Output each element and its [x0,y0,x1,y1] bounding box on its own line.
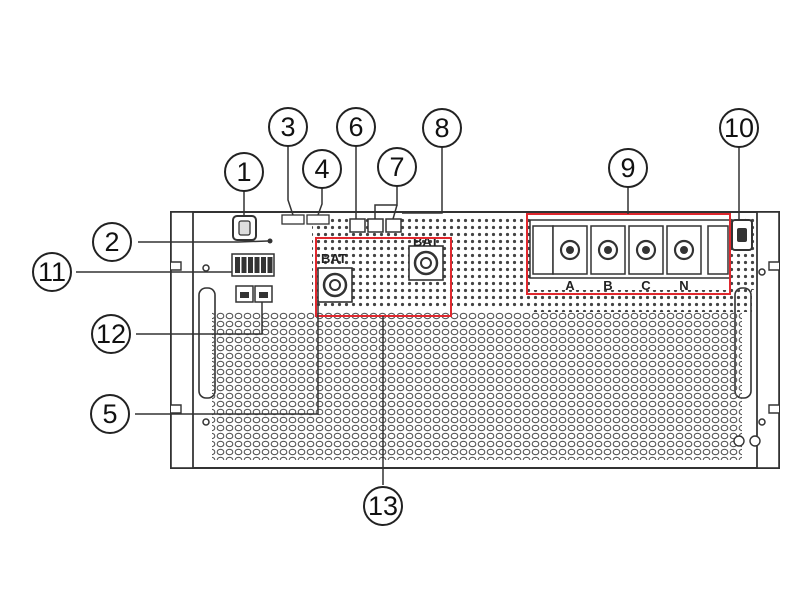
callout-9: 9 [608,148,648,188]
callout-1: 1 [224,152,264,192]
screw-right-bottom [758,418,766,426]
ac-terminal-letter: B [603,278,612,293]
port-3 [281,214,305,225]
dip-switch-slot [248,257,253,273]
ac-terminal-housing [666,225,702,275]
screw-left-top [202,264,210,272]
power-switch-rocker [238,220,251,236]
left-ear-notch-top [171,261,182,271]
callout-circle [92,222,132,262]
ground-symbol-2 [749,435,761,447]
callout-12: 12 [91,314,131,354]
callout-7: 7 [377,147,417,187]
callout-number: 5 [102,399,117,429]
indicator-led [267,238,273,244]
ac-terminal-letter: N [679,278,688,293]
battery-label-left: BAT [321,251,347,266]
ac-terminal-screw-head [642,246,650,254]
callout-circle [32,252,72,292]
callout-circle [91,314,131,354]
callout-number: 13 [368,491,398,521]
ac-terminal-letter: A [565,278,575,293]
callout-number: 3 [280,112,295,142]
callout-circle [422,108,462,148]
battery-terminal-left [317,267,353,303]
ac-terminal-screw-head [566,246,574,254]
callout-circle [336,107,376,147]
screw-left-bottom [202,418,210,426]
dip-switch-slot [235,257,240,273]
right-mounting-ear [756,211,780,469]
callout-number: 2 [104,227,119,257]
left-ear-notch-bottom [171,404,182,414]
callout-3: 3 [268,107,308,147]
ground-symbol-1 [733,435,745,447]
callout-circle [363,486,403,526]
callout-8: 8 [422,108,462,148]
callout-number: 6 [348,112,363,142]
callout-number: 12 [96,319,126,349]
main-breaker-toggle [737,228,747,242]
callout-number: 4 [314,154,329,184]
terminal-block [231,253,275,277]
callout-11: 11 [32,252,72,292]
right-ear-notch-bottom [768,404,779,414]
callout-number: 8 [434,113,449,143]
port-4 [306,214,330,225]
callout-6: 6 [336,107,376,147]
dip-switch-slot [261,257,266,273]
callout-circle [608,148,648,188]
callout-number: 9 [620,153,635,183]
callout-circle [719,108,759,148]
callout-number: 10 [724,113,754,143]
leader-lines [76,143,740,485]
port-7b [385,218,402,233]
ac-terminal-screw-head [604,246,612,254]
callout-circle [90,394,130,434]
callout-4: 4 [302,149,342,189]
lower-vent-grille [212,312,742,460]
rj45-port-right-inner [259,292,268,298]
callout-number: 1 [236,157,251,187]
callout-circle [302,149,342,189]
port-7a [367,218,384,233]
left-mounting-ear [170,211,194,469]
battery-terminal-right [408,245,444,281]
ac-terminal-letter: C [641,278,651,293]
callout-number: 11 [38,257,66,287]
callout-circle [224,152,264,192]
battery-label-right: BAT [413,234,439,249]
callout-number: 7 [389,152,404,182]
right-ear-notch-top [768,261,779,271]
ac-terminal-screw-head [680,246,688,254]
dip-switch-slot [241,257,247,273]
dip-switch-slot [254,257,260,273]
upper-perforation-right [530,290,752,312]
dip-switch-slot [267,257,273,273]
screw-right-top [758,268,766,276]
callout-2: 2 [92,222,132,262]
callout-5: 5 [90,394,130,434]
callout-13: 13 [363,486,403,526]
port-6 [349,218,366,233]
ac-terminal-block [529,219,731,279]
callout-10: 10 [719,108,759,148]
rj45-port-left-inner [240,292,249,298]
callout-circle [268,107,308,147]
callout-circle [377,147,417,187]
